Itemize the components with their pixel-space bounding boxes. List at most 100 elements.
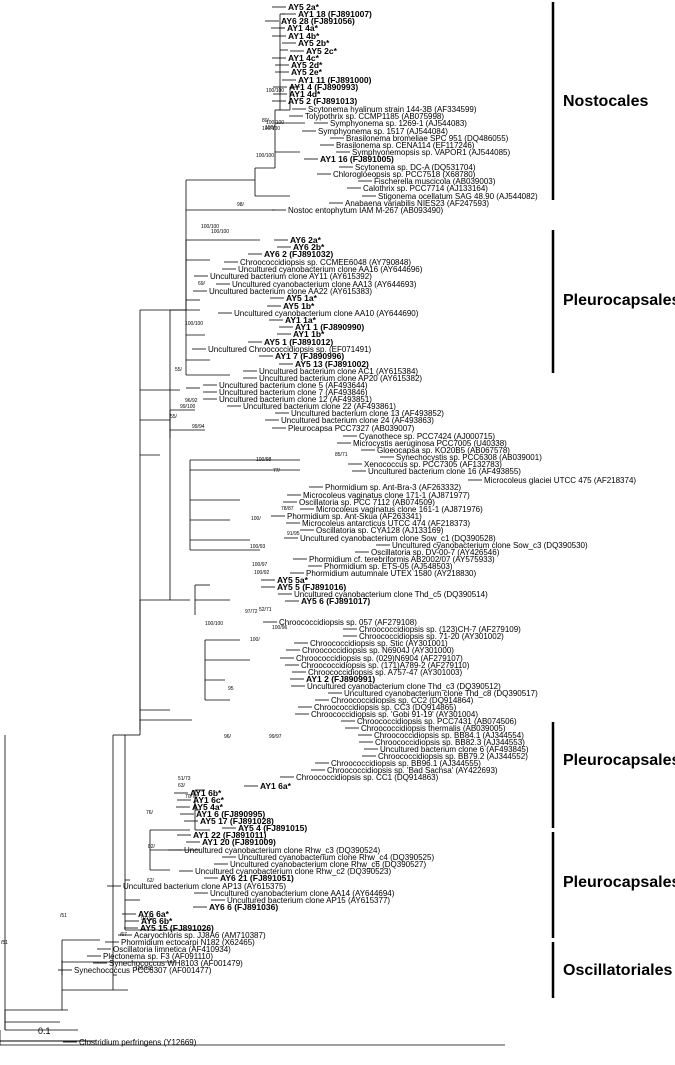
bootstrap-value: 100/: [251, 516, 261, 522]
leaf-label: Phormidium autumnale UTEX 1580 (AY218830…: [306, 569, 477, 578]
leaf-label: Microcystis aeruginosa PCC7005 (U40338): [353, 439, 507, 448]
leaf-label: Xenococcus sp. PCC7305 (AF132783): [364, 460, 502, 469]
leaf-label: AY1 4c*: [288, 53, 320, 63]
leaf-label: Uncultured cyanobacterium clone Sow_c1 (…: [300, 534, 496, 543]
leaf-label: Phormidium cf. terebriformis AB2002/07 (…: [309, 555, 495, 564]
leaf-label: AY6 21 (FJ891051): [220, 873, 294, 883]
leaf-label: AY1 4b*: [288, 31, 320, 41]
leaf-label: AY5 2 (FJ891013): [288, 96, 357, 106]
leaf-label: Chroococcidiopsis sp. A757-47 (AY301003): [308, 668, 463, 677]
leaf-label: Chroococcidiopsis sp. 'Bad Sachsa' (AY42…: [327, 766, 498, 775]
leaf-label: Clostridium perfringens (Y12669): [79, 1038, 197, 1047]
leaf-label: AY5 2b*: [298, 38, 330, 48]
leaf-label: AY1 18 (FJ891007): [298, 9, 372, 19]
leaf-label: AY5 5 (FJ891016): [277, 582, 346, 592]
leaf-label: Uncultured bacterium clone 7 (AF493846): [219, 388, 368, 397]
leaf-label: Uncultured bacterium clone AP13 (AY61537…: [123, 882, 286, 891]
leaf-label: Brasilonema sp. CENA114 (EF117246): [336, 141, 475, 150]
leaf-label: Uncultured bacterium clone AC1 (AY615384…: [259, 367, 418, 376]
leaf-label: AY1 1a*: [285, 315, 317, 325]
leaf-label: AY5 15 (FJ891026): [140, 923, 214, 933]
leaf-label: AY1 20 (FJ891009): [202, 837, 276, 847]
leaf-label: AY1 1b*: [293, 329, 325, 339]
leaf-label: Synechocystis sp. PCC6308 (AB039001): [396, 453, 542, 462]
leaf-label: Scytonema hyalinum strain 144-3B (AF3345…: [308, 105, 477, 114]
leaf-label: AY6 6a*: [138, 909, 170, 919]
bootstrap-values: 100/10080/100/100100/100/100100/10098/10…: [1, 88, 348, 972]
bootstrap-value: 95: [228, 686, 234, 692]
leaf-label: Chroococcidiopsis sp. 057 (AF279108): [279, 618, 417, 627]
leaf-label: Uncultured cyanobacterium clone Thd_c3 (…: [307, 682, 501, 691]
leaf-label: AY6 6 (FJ891036): [209, 902, 278, 912]
leaf-label: Gloeocapsa sp. KO20B5 (AB067578): [377, 446, 510, 455]
leaf-label: Chroococcidiopsis sp. CC1 (DQ914863): [296, 773, 439, 782]
leaf-label: Synechococcus WH8103 (AF001479): [109, 959, 243, 968]
leaf-label: AY5 13 (FJ891002): [295, 359, 369, 369]
bootstrap-value: 97/72: [245, 609, 258, 615]
leaf-label: Plectonema sp. F3 (AF091110): [103, 952, 213, 961]
leaf-label: Phormidium sp. Ant-Skua (AF263341): [287, 512, 422, 521]
leaf-label: Oscillatoria sp. CYA128 (AJ133169): [316, 526, 444, 535]
leaf-label: Chlorogloeopsis sp. PCC7518 (X68780): [333, 170, 476, 179]
group-nostocales: Nostocales: [551, 2, 648, 200]
leaf-label: Uncultured bacterium clone 6 (AF493845): [380, 745, 529, 754]
leaf-label: Phormidium ectocarpi N182 (X62465): [121, 938, 255, 947]
leaf-label: AY1 6c*: [193, 795, 225, 805]
bootstrap-value: 100/100: [266, 88, 284, 94]
group-pleurocapsales-3: Pleurocapsales: [551, 832, 675, 938]
tree-branches: [0, 6, 505, 1046]
leaf-labels: AY5 2a*AY1 18 (FJ891007)AY6 28 (FJ891056…: [74, 2, 636, 1047]
leaf-label: Uncultured cyanobacterium clone Rhw_c6 (…: [230, 860, 426, 869]
leaf-label: AY1 2 (FJ890991): [306, 674, 375, 684]
bootstrap-value: 100/100: [201, 224, 219, 230]
leaf-label: AY5 4a*: [192, 802, 224, 812]
bootstrap-value: 55/: [175, 367, 183, 373]
leaf-label: AY1 11 (FJ891000): [298, 75, 372, 85]
leaf-label: Chroococcidiopsis sp. (029)N6904 (AF2791…: [296, 654, 463, 663]
bootstrap-value: 100/: [250, 637, 260, 643]
leaf-label: Phormidium sp. ETS-05 (AJ548503): [324, 562, 453, 571]
bootstrap-value: 62/: [147, 878, 155, 884]
leaf-label: Uncultured cyanobacterium clone Rhw_c4 (…: [238, 853, 434, 862]
bootstrap-value: 100/97: [252, 562, 268, 568]
bootstrap-value: /51: [1, 940, 8, 946]
leaf-label: Chroococcidiopsis sp. CC2 (DQ914864): [331, 696, 474, 705]
leaf-label: Pleurocapsa PCC7327 (AB039007): [288, 424, 415, 433]
bootstrap-value: 100/96: [272, 625, 288, 631]
leaf-label: Microcoleus antarcticus UTCC 474 (AF2183…: [302, 519, 470, 528]
bootstrap-value: 100/100: [135, 966, 153, 972]
bootstrap-value: 100/98: [256, 457, 272, 463]
leaf-label: AY1 1 (FJ890990): [295, 322, 364, 332]
leaf-label: Cyanothece sp. PCC7424 (AJ000715): [359, 432, 495, 441]
leaf-label: Chroococcidiopsis thermalis (AB039005): [361, 724, 506, 733]
leaf-label: Chroococcidiopsis sp. Stic (AY301001): [310, 639, 448, 648]
leaf-label: Uncultured bacterium clone AA22 (AY61538…: [209, 287, 372, 296]
leaf-label: Uncultured cyanobacterium clone Rhw_c3 (…: [184, 846, 380, 855]
bootstrap-value: 99/94: [192, 424, 205, 430]
leaf-label: Synechococcus PCC6307 (AF001477): [74, 966, 212, 975]
leaf-label: AY5 2c*: [306, 46, 338, 56]
leaf-label: Chroococcidiopsis sp. BB79.2 (AJ344552): [378, 752, 528, 761]
leaf-label: AY5 1 (FJ891012): [264, 337, 333, 347]
leaf-label: AY1 6 (FJ890995): [196, 809, 265, 819]
leaf-label: Nostoc entophytum IAM M-267 (AB093490): [288, 206, 444, 215]
leaf-label: AY5 1b*: [283, 301, 315, 311]
bootstrap-value: /51: [60, 913, 67, 919]
leaf-label: Chroococcidiopsis sp. 71-20 (AY301002): [359, 632, 504, 641]
leaf-label: Oscillatoria limnetica (AF410934): [113, 945, 231, 954]
bootstrap-value: 78/87: [281, 506, 294, 512]
leaf-label: Chroococcidiopsis sp. BB96.1 (AJ344555): [331, 759, 481, 768]
bootstrap-value: 70/75: [185, 794, 198, 800]
leaf-label: Uncultured cyanobacterium clone AA14 (AY…: [210, 889, 395, 898]
leaf-label: Stigonema ocellatum SAG 48.90 (AJ544082): [378, 192, 538, 201]
leaf-label: Brasilonema bromeliae SPC 951 (DQ486055): [346, 134, 509, 143]
leaf-label: Uncultured bacterium clone 13 (AF493852): [291, 409, 444, 418]
leaf-label: Uncultured cyanobacterium clone Thd_c8 (…: [344, 689, 538, 698]
leaf-label: Uncultured bacterium clone AP15 (AY61537…: [227, 896, 390, 905]
bootstrap-value: 96/: [224, 734, 232, 740]
bootstrap-value: 100/100: [211, 229, 229, 235]
leaf-label: AY5 1a*: [286, 293, 318, 303]
leaf-label: Uncultured cyanobacterium clone AA16 (AY…: [238, 265, 423, 274]
bootstrap-value: 51/73: [178, 776, 191, 782]
group-pleurocapsales-2: Pleurocapsales: [551, 722, 675, 828]
